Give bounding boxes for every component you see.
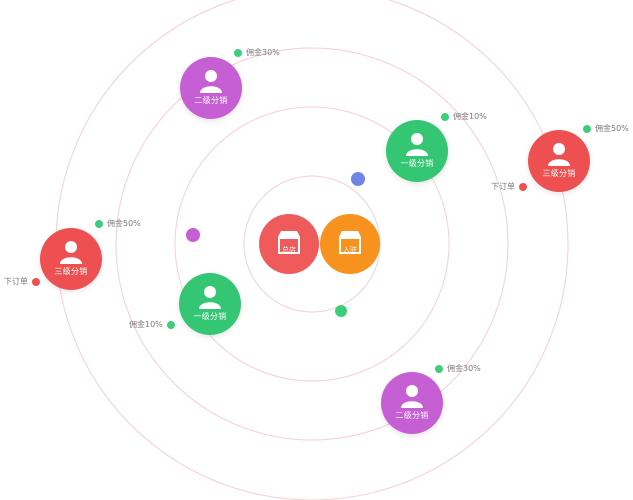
tag-text: 佣金50% (107, 219, 141, 228)
tag-text: 下订单 (491, 182, 515, 191)
node-label: 三级分销 (54, 267, 88, 276)
status-dot (441, 113, 449, 121)
store-label-left: 总店 (282, 246, 296, 254)
status-dot (519, 183, 527, 191)
status-dot (95, 220, 103, 228)
node-label: 二级分销 (194, 96, 228, 105)
node-label: 三级分销 (542, 169, 576, 178)
store-label-right: 入驻 (343, 246, 357, 254)
shop-icon (278, 231, 300, 254)
tag-text: 佣金10% (453, 112, 487, 121)
node-label: 一级分销 (193, 312, 227, 321)
store-badge-left[interactable]: 总店 (259, 214, 319, 274)
status-dot (32, 278, 40, 286)
tag-text: 佣金10% (129, 320, 163, 329)
distributor-node-level1-left[interactable]: 一级分销 (179, 273, 241, 335)
tag-text: 佣金30% (447, 364, 481, 373)
orbit-dot-purple (186, 228, 200, 242)
orbit-dot-green (335, 305, 347, 317)
person-icon (548, 143, 570, 166)
distributor-node-level2-bottom[interactable]: 二级分销 (381, 372, 443, 434)
status-dot (583, 125, 591, 133)
distributor-node-level3-left[interactable]: 三级分销 (40, 228, 102, 290)
person-icon (401, 385, 423, 408)
status-dot (234, 49, 242, 57)
orbit-dot-blue (351, 172, 365, 186)
orbit-ring-2 (174, 106, 450, 382)
tag-text: 下订单 (4, 277, 28, 286)
distributor-node-level2-top[interactable]: 二级分销 (180, 57, 242, 119)
person-icon (199, 286, 221, 309)
status-dot (435, 365, 443, 373)
status-dot (167, 321, 175, 329)
orbit-ring-1 (243, 175, 381, 313)
person-icon (60, 241, 82, 264)
node-label: 一级分销 (400, 159, 434, 168)
node-label: 二级分销 (395, 411, 429, 420)
person-icon (406, 133, 428, 156)
distributor-node-level3-right[interactable]: 三级分销 (528, 130, 590, 192)
store-badge-right[interactable]: 入驻 (320, 214, 380, 274)
shop-icon (339, 231, 361, 254)
tag-text: 佣金50% (595, 124, 629, 133)
person-icon (200, 70, 222, 93)
orbit-ring-3 (115, 47, 509, 441)
tag-text: 佣金30% (246, 48, 280, 57)
distributor-node-level1-right[interactable]: 一级分销 (386, 120, 448, 182)
